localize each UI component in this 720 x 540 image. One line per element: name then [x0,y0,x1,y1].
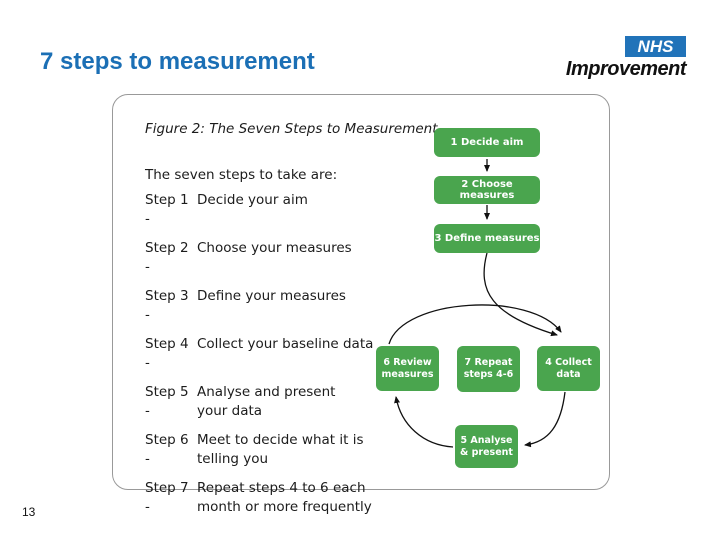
step-text: Define your measures [197,288,346,304]
flow-node-analyse-present: 5 Analyse & present [455,425,518,468]
step-item-2: Step 2 - Choose your measures [145,239,407,277]
step-text: Analyse and present your data [197,384,336,419]
step-label: Step 4 - [145,336,189,371]
flow-node-collect-data: 4 Collect data [537,346,600,391]
step-label: Step 1 - [145,192,189,227]
flowchart-arrows-icon [388,159,566,448]
flow-node-decide-aim: 1 Decide aim [434,128,540,157]
flow-node-choose-measures: 2 Choose measures [434,176,540,204]
nhs-logo-icon: NHS [625,36,686,57]
step-text: Choose your measures [197,240,352,256]
step-text: Meet to decide what it is telling you [197,432,364,467]
step-item-5: Step 5 - Analyse and present your data [145,383,407,421]
page-number: 13 [22,505,36,519]
step-item-6: Step 6 - Meet to decide what it is telli… [145,431,407,469]
step-label: Step 7 - [145,480,189,515]
step-item-4: Step 4 - Collect your baseline data [145,335,407,373]
figure-caption: Figure 2: The Seven Steps to Measurement [145,121,438,137]
figure-card: Figure 2: The Seven Steps to Measurement… [112,94,610,515]
page-title: 7 steps to measurement [40,48,315,75]
logo-improvement-label: Improvement [565,58,687,80]
step-label: Step 2 - [145,240,189,275]
step-label: Step 6 - [145,432,189,467]
step-item-7: Step 7 - Repeat steps 4 to 6 each month … [145,479,407,517]
steps-list: Step 1 - Decide your aim Step 2 - Choose… [145,191,407,527]
step-label: Step 5 - [145,384,189,419]
step-item-3: Step 3 - Define your measures [145,287,407,325]
step-item-1: Step 1 - Decide your aim [145,191,407,229]
step-label: Step 3 - [145,288,189,323]
flow-node-define-measures: 3 Define measures [434,224,540,253]
flow-node-repeat-steps: 7 Repeat steps 4-6 [457,346,520,392]
figure-intro: The seven steps to take are: [145,167,338,183]
step-text: Repeat steps 4 to 6 each month or more f… [197,480,372,515]
step-text: Decide your aim [197,192,308,208]
flow-node-review-measures: 6 Review measures [376,346,439,391]
step-text: Collect your baseline data [197,336,374,352]
nhs-improvement-logo: NHS Improvement [526,36,687,81]
